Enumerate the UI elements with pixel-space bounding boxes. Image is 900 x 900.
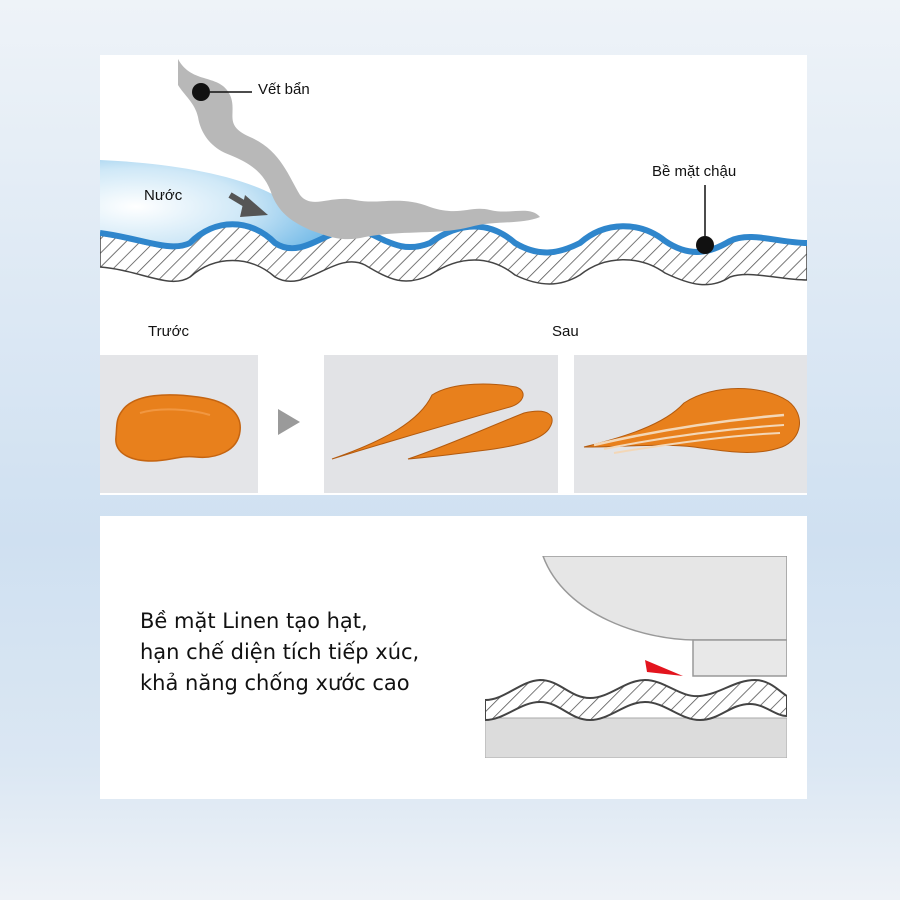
dirt-callout-dot (192, 83, 210, 101)
surface-callout-dot (696, 236, 714, 254)
object-block (692, 639, 787, 677)
before-stain-photo (100, 355, 258, 493)
caption-line-3: khả năng chống xước cao (140, 671, 410, 695)
cleaning-diagram (100, 59, 807, 286)
basin-hatched-layer (100, 225, 807, 286)
water-shape (100, 160, 340, 245)
stain-streak-upper (331, 383, 524, 460)
surface-label: Bề mặt chậu (652, 163, 737, 180)
water-direction-arrow-icon (228, 192, 268, 217)
linen-textured-surface (485, 678, 787, 722)
dirt-label: Vết bẩn (258, 81, 310, 98)
after-stain-photo-1 (324, 355, 558, 493)
feature-panel: Bề mặt Linen tạo hạt, hạn chế diện tích … (100, 516, 807, 799)
base-layer (485, 717, 787, 758)
caption-line-2: hạn chế diện tích tiếp xúc, (140, 640, 420, 664)
play-triangle-icon (278, 409, 300, 435)
surface-diagram-panel: Vết bẩn Nước Bề mặt chậu Trước Sau (100, 55, 807, 495)
after-label: Sau (552, 323, 579, 340)
dirt-stain-shape (178, 59, 540, 240)
water-label: Nước (144, 187, 183, 204)
contact-point-marker (645, 660, 683, 676)
stain-blob (115, 394, 241, 462)
bowl-shape (542, 556, 787, 641)
after-stain-photo-2 (574, 355, 807, 493)
feature-caption: Bề mặt Linen tạo hạt, hạn chế diện tích … (140, 606, 419, 699)
stain-streak-lower (407, 410, 553, 460)
caption-line-1: Bề mặt Linen tạo hạt, (140, 609, 368, 633)
scratch-resistance-diagram (485, 556, 787, 758)
before-label: Trước (148, 323, 189, 340)
